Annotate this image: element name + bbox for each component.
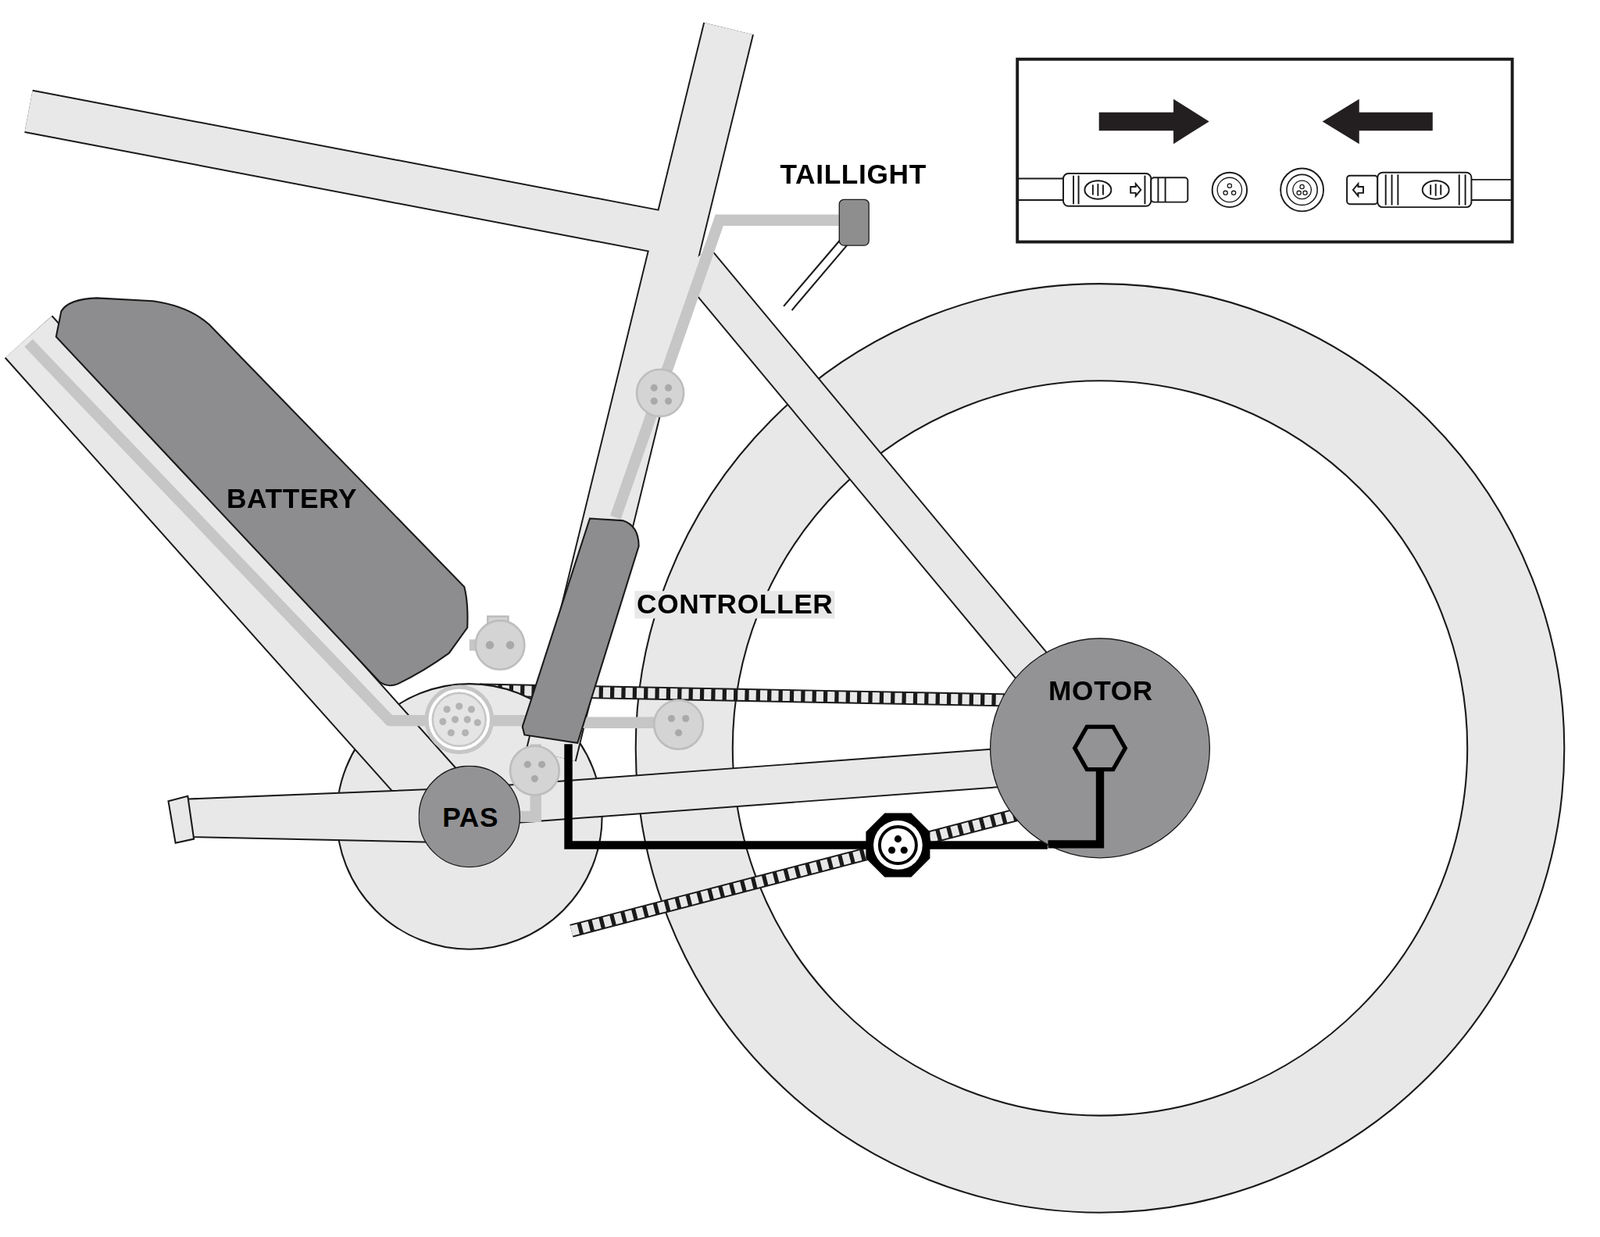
female-plug — [1346, 172, 1511, 208]
controller-outline — [522, 517, 640, 744]
arrow-left — [1322, 99, 1433, 144]
part-label: PAS — [442, 803, 499, 832]
pas-connector — [510, 746, 560, 796]
part-label: MOTOR — [1048, 677, 1154, 705]
connector-inset — [1017, 59, 1512, 243]
spare-connector — [653, 700, 704, 750]
motor-lead — [1047, 770, 1100, 844]
part-label: BATTERY — [226, 485, 358, 513]
taillight-bracket — [783, 236, 850, 311]
frame-fill — [28, 28, 1100, 862]
battery-connector — [475, 616, 525, 670]
controller-body — [522, 518, 640, 743]
battery-node: BATTERY — [56, 296, 470, 686]
pas-node: PAS — [418, 765, 522, 868]
wire — [568, 743, 1048, 845]
frame-outline — [28, 28, 1100, 864]
edge-group — [469, 220, 1048, 878]
female-face — [1280, 168, 1324, 212]
motor-node: MOTOR — [989, 637, 1211, 858]
part-label: CONTROLLER — [634, 590, 836, 618]
controller-node: CONTROLLER — [522, 517, 640, 744]
arrow-right — [1099, 99, 1210, 144]
wheel-rim — [732, 380, 1468, 1115]
wire-connectors — [426, 369, 704, 796]
wheel-tyre — [635, 283, 1565, 1213]
part-label: TAILLIGHT — [780, 160, 927, 189]
motor-shaft — [990, 639, 1210, 858]
display-connector — [426, 686, 493, 753]
male-face — [1212, 172, 1247, 208]
wire — [615, 220, 840, 518]
taillight-connector — [636, 369, 684, 417]
battery-body — [56, 297, 468, 686]
taillight-node: TAILLIGHT — [839, 199, 870, 247]
axle-nut — [1075, 726, 1126, 769]
pedal — [168, 796, 195, 843]
male-plug — [1018, 173, 1189, 207]
motor-connector — [865, 812, 930, 877]
